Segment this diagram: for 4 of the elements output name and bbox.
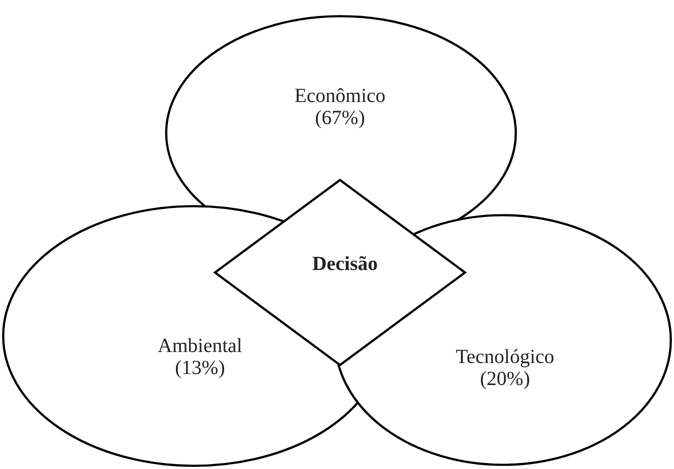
- decision-label: Decisão: [311, 253, 379, 275]
- category-label: Econômico (67%): [293, 85, 387, 129]
- category-label: Tecnológico (20%): [454, 346, 556, 390]
- category-label: Ambiental (13%): [156, 335, 244, 379]
